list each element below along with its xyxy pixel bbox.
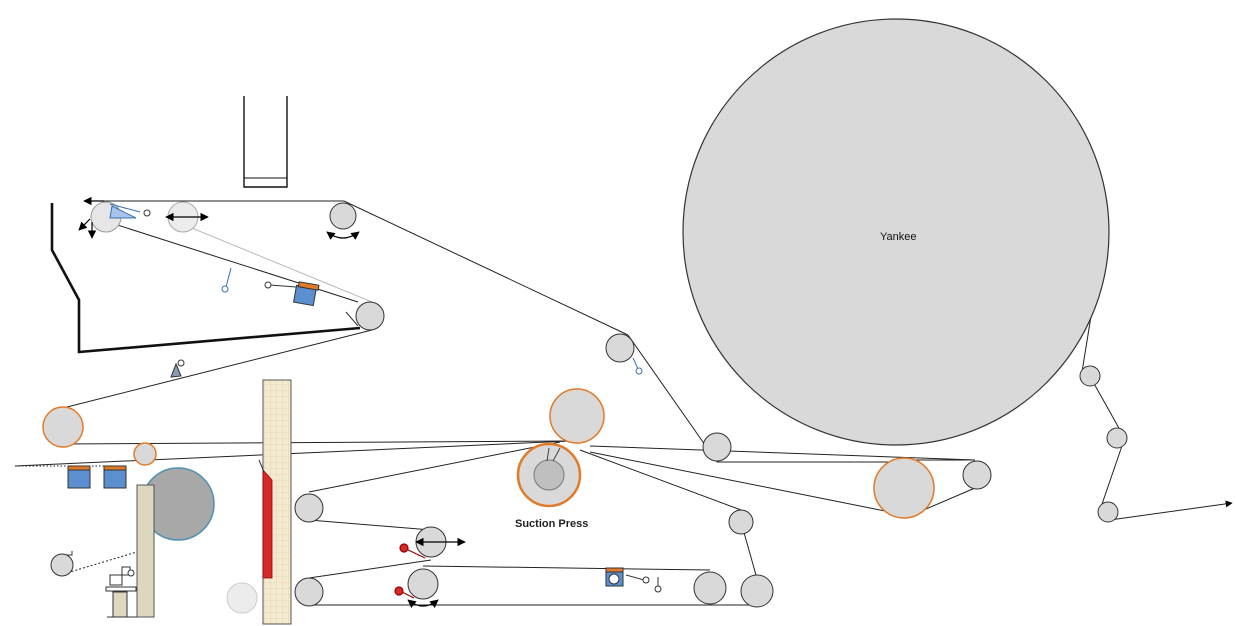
yankee-dryer: Yankee	[682, 18, 1110, 446]
arrows	[78, 196, 466, 609]
felt-roll-lower-5	[728, 509, 754, 535]
save-all-pan	[50, 203, 361, 354]
control-stand	[105, 566, 137, 618]
dry-roll-1	[1079, 365, 1101, 387]
spare-roll	[226, 582, 258, 614]
small-orange-roll	[133, 442, 157, 466]
guide-roll-a	[605, 333, 635, 363]
turning-roll-top	[329, 202, 357, 230]
felt-roll-lower-1	[294, 493, 324, 523]
turning-roll-mid	[355, 301, 385, 331]
wire-hook	[66, 551, 73, 556]
wire-return-roll	[50, 553, 74, 577]
felt-roll-lower-6	[693, 571, 727, 605]
blue-boxes	[67, 281, 624, 587]
doctor-devices	[109, 203, 662, 593]
red-doctor-bar	[262, 468, 273, 579]
suction-press-lines	[546, 447, 561, 462]
pressure-roll	[873, 457, 935, 519]
felt-roll-right-1	[702, 432, 732, 462]
headbox-outline	[243, 96, 288, 188]
suction-press-inner	[533, 459, 565, 491]
red-tensioners	[394, 543, 426, 599]
press-rolls	[42, 388, 935, 519]
dry-roll-2	[1106, 427, 1128, 449]
beige-panel	[136, 484, 155, 618]
felt-roll-right-2	[962, 460, 992, 490]
felt-roll-lower-3	[407, 568, 439, 600]
couch-roll	[42, 406, 84, 448]
press-top-roll	[549, 388, 605, 444]
felt-roll-lower-4	[294, 577, 324, 607]
yankee-label: Yankee	[880, 231, 917, 243]
rolls	[50, 201, 1128, 614]
suction-press-label: Suction Press	[515, 518, 588, 530]
felt-roll-lower-7	[740, 574, 774, 608]
dry-roll-3	[1097, 501, 1119, 523]
